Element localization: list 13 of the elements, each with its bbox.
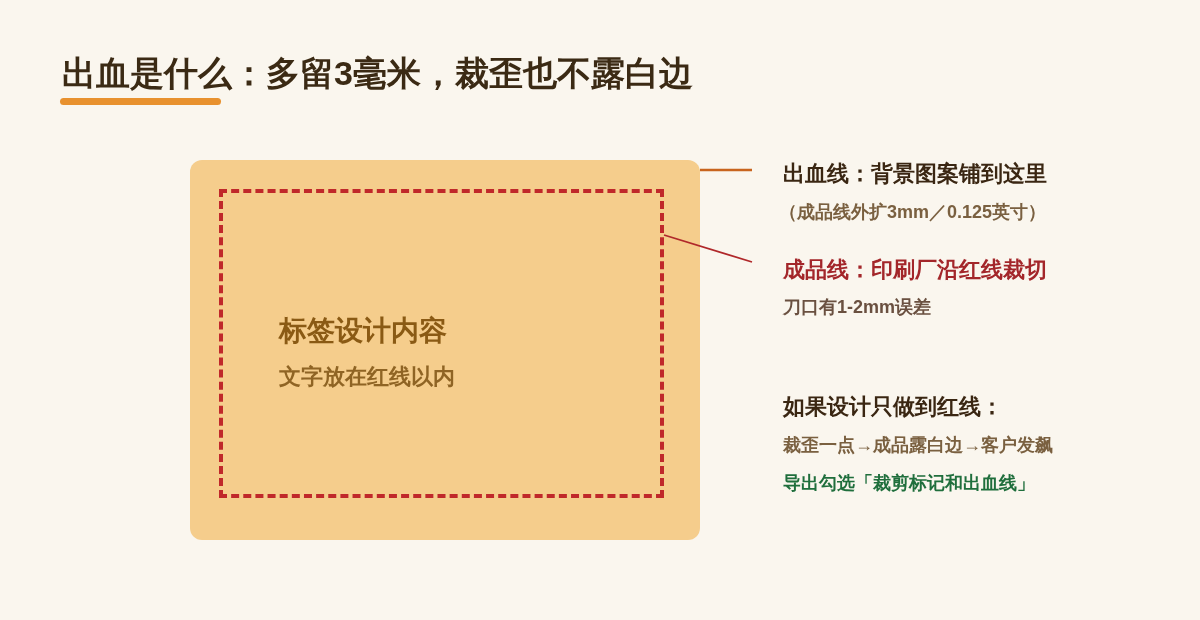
callout-heading: 出血线：背景图案铺到这里 — [783, 160, 1047, 188]
bleed-area — [190, 160, 700, 540]
callout-note: （成品线外扩3mm／0.125英寸） — [779, 201, 1047, 224]
note-text: 裁歪一点→成品露白边→客户发飙 — [783, 434, 1053, 457]
content-heading: 标签设计内容 — [279, 314, 447, 348]
note-heading: 如果设计只做到红线： — [783, 393, 1003, 421]
leader-line — [700, 168, 752, 172]
callout-heading: 成品线：印刷厂沿红线裁切 — [783, 256, 1047, 284]
content-note: 文字放在红线以内 — [279, 363, 455, 391]
note-text: 导出勾选「裁剪标记和出血线」 — [783, 472, 1035, 495]
title: 出血是什么：多留3毫米，裁歪也不露白边 — [62, 53, 693, 94]
callout-note: 刀口有1-2mm误差 — [783, 296, 932, 319]
leader-line — [663, 234, 753, 263]
